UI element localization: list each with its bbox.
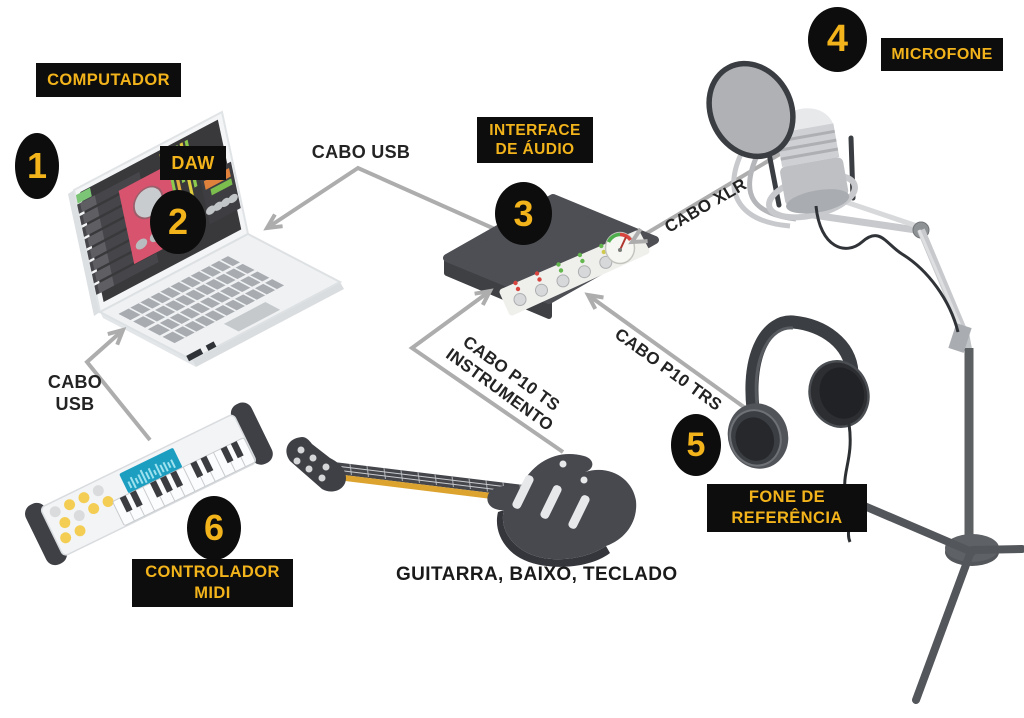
cable-label-usb-top: CABO USB (311, 142, 411, 162)
cable-line-usb-left (84, 328, 152, 442)
label-interface-de-audio: INTERFACE DE ÁUDIO (477, 117, 593, 163)
arrowhead-to-computador (263, 213, 283, 231)
mic-stand (858, 329, 1024, 704)
badge-6: 6 (187, 496, 241, 560)
interface-knobs (513, 255, 613, 306)
cable-line-usb-top (265, 165, 498, 232)
arrowhead-ts-to-interface (474, 288, 494, 306)
headband (745, 315, 859, 416)
arrowhead-trs-to-interface (584, 292, 604, 310)
mic-cable (814, 205, 960, 333)
guitar-pickups (512, 475, 590, 529)
label-computador: COMPUTADOR (36, 63, 181, 97)
pop-filter-gooseneck (731, 152, 791, 229)
badge-4: 4 (808, 7, 867, 72)
interface-vu-meter (604, 231, 636, 265)
microphone-illustration (706, 60, 972, 353)
badge-1: 1 (15, 133, 59, 199)
guitar-headstock (286, 437, 346, 492)
midi-keys (112, 437, 256, 526)
tripod-legs (858, 501, 1024, 704)
midi-keyboard-illustration (25, 402, 273, 566)
badge-5: 5 (671, 414, 721, 476)
headphones-illustration (727, 315, 870, 543)
right-earcup (808, 360, 870, 428)
instruments-caption: GUITARRA, BAIXO, TECLADO (396, 564, 678, 585)
mic-capsule (776, 108, 850, 214)
cable-arrowheads (107, 213, 648, 346)
guitar-illustration (286, 437, 637, 567)
cable-line-p10-ts (408, 289, 565, 454)
cable-lines (84, 143, 797, 454)
audio-interface-illustration (443, 194, 659, 319)
arrowhead-xlr-to-interface (628, 227, 648, 245)
guitar-neck (334, 462, 533, 498)
tuning-pegs (293, 446, 330, 482)
laptop-touchpad (223, 302, 281, 332)
cable-line-xlr (630, 143, 797, 244)
label-daw: DAW (160, 146, 226, 180)
badge-3: 3 (495, 182, 552, 245)
left-earcup (727, 403, 789, 469)
laptop-keyboard (118, 256, 285, 344)
label-controlador-midi: CONTROLADOR MIDI (132, 559, 293, 607)
laptop-ports (186, 341, 217, 362)
interface-leds (513, 243, 606, 292)
badge-2: 2 (150, 190, 206, 254)
cable-label-usb-left: CABO USB (47, 372, 103, 414)
cable-line-p10-trs (586, 293, 750, 412)
arrowhead-to-computador-from-midi (107, 327, 127, 346)
label-microfone: MICROFONE (881, 38, 1003, 71)
label-fone-de-referencia: FONE DE REFERÊNCIA (707, 484, 867, 532)
midi-pads (49, 485, 114, 544)
pop-filter (706, 60, 796, 160)
